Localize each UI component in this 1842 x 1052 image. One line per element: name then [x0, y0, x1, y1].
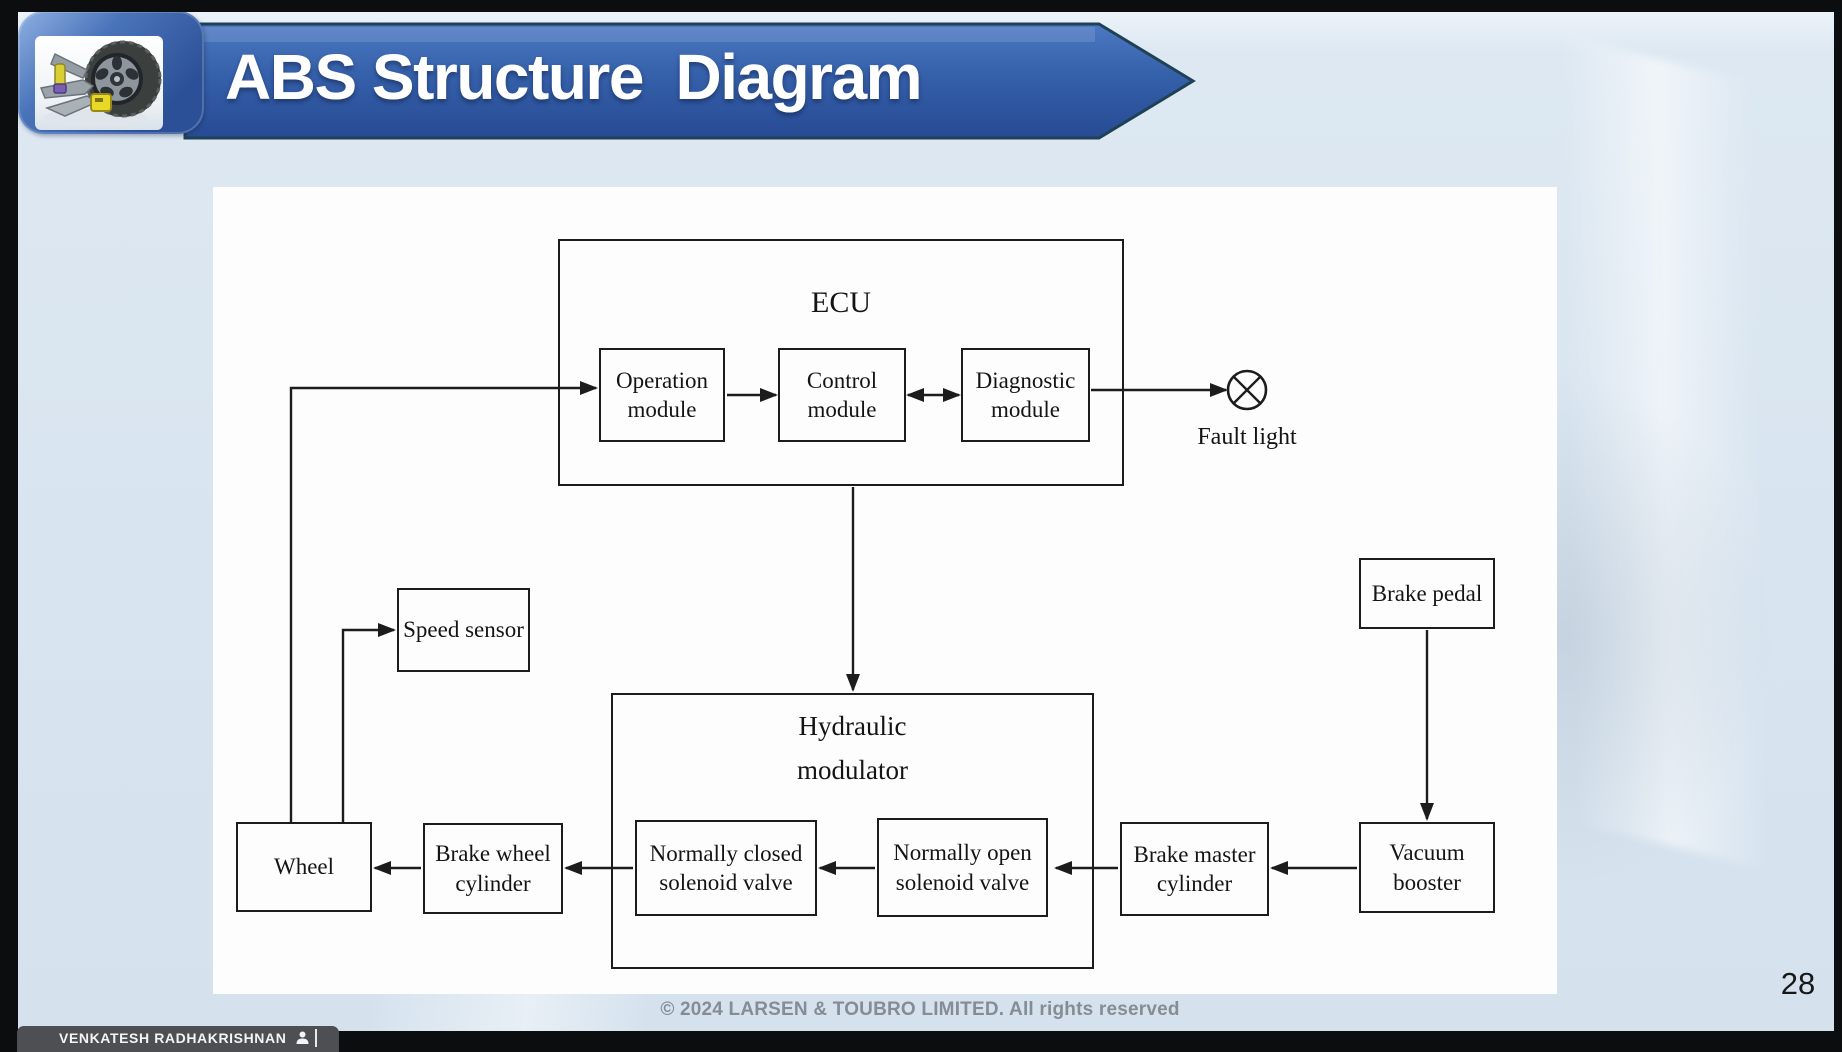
node-wheel: Wheel [236, 822, 372, 912]
page-number: 28 [1780, 966, 1816, 1001]
node-brake-master-cylinder: Brake master cylinder [1120, 822, 1269, 916]
node-control-module: Control module [778, 348, 906, 442]
wheel-brake-assembly-icon [35, 36, 163, 130]
person-icon [296, 1031, 309, 1044]
page-title: ABS Structure Diagram [225, 41, 923, 113]
letterbox-top [0, 0, 1842, 12]
node-normally-closed-valve: Normally closed solenoid valve [635, 820, 817, 916]
copyright-text: © 2024 LARSEN & TOUBRO LIMITED. All righ… [660, 999, 1180, 1020]
node-ecu-container [558, 239, 1124, 486]
node-hydraulic-modulator-container [611, 693, 1094, 969]
letterbox-right [1834, 0, 1842, 1037]
tag-divider [315, 1029, 317, 1047]
node-vacuum-booster: Vacuum booster [1359, 822, 1495, 913]
presenter-name-tag: VENKATESH RADHAKRISHNAN [17, 1026, 339, 1052]
presenter-name-text: VENKATESH RADHAKRISHNAN [59, 1030, 287, 1046]
node-brake-pedal: Brake pedal [1359, 558, 1495, 629]
node-speed-sensor: Speed sensor [397, 588, 530, 672]
node-hydraulic-modulator-label: Hydraulic modulator [797, 711, 908, 785]
wheel-brake-assembly-art [39, 40, 162, 127]
logo [18, 11, 204, 134]
node-operation-module: Operation module [599, 348, 725, 442]
node-ecu-label: ECU [811, 286, 871, 319]
node-diagnostic-module: Diagnostic module [961, 348, 1090, 442]
node-normally-open-valve: Normally open solenoid valve [877, 818, 1048, 917]
node-fault-light-label: Fault light [1197, 424, 1297, 450]
letterbox-left [0, 0, 18, 1037]
banner-top-highlight [189, 27, 1095, 42]
node-brake-wheel-cylinder: Brake wheel cylinder [423, 823, 563, 914]
letterbox-bottom [0, 1031, 1842, 1037]
